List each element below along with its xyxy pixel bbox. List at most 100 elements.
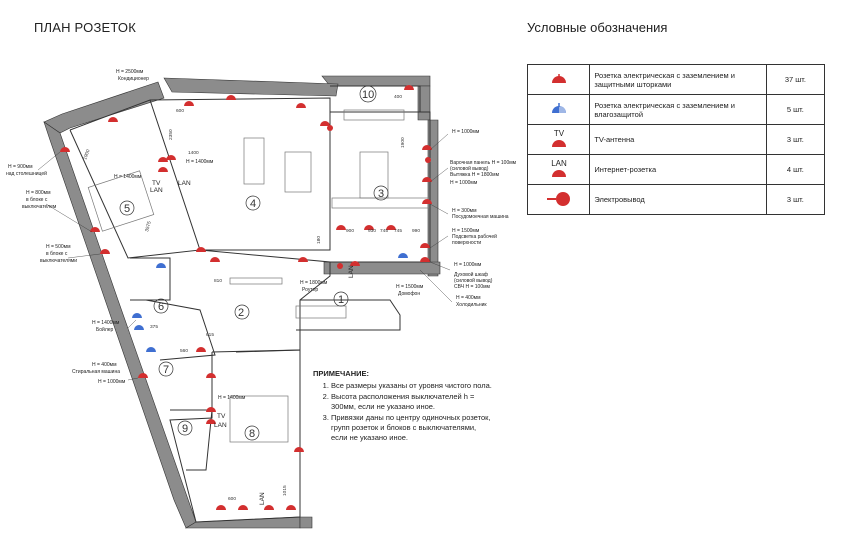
waterproof-outlets bbox=[132, 253, 408, 352]
furniture bbox=[87, 109, 429, 443]
note-item: Все размеры указаны от уровня чистого по… bbox=[331, 381, 493, 391]
outlet-icon bbox=[206, 373, 216, 378]
room-number: 7 bbox=[163, 364, 169, 376]
outlet-icon bbox=[350, 261, 360, 266]
room-number: 5 bbox=[124, 203, 130, 215]
legend-row: Розетка электрическая с заземлением и за… bbox=[526, 64, 826, 95]
outlet-waterproof-icon bbox=[551, 102, 566, 113]
room-number: 8 bbox=[249, 428, 255, 440]
outer-walls bbox=[43, 75, 441, 529]
legend-description: Интернет-розетка bbox=[589, 154, 767, 185]
annotation: H = 1400мм bbox=[92, 320, 120, 326]
legend-description: Розетка электрическая с заземлением и вл… bbox=[589, 94, 767, 125]
annotation: (силовой вывод) bbox=[450, 165, 489, 172]
interior-walls bbox=[69, 85, 431, 523]
power-outlet-icon bbox=[546, 191, 570, 206]
outlet-icon bbox=[386, 225, 396, 230]
annotation: Холодильник bbox=[456, 302, 487, 308]
annotation: СВЧ H = 100мм bbox=[454, 284, 491, 290]
annotation: H = 1000мм bbox=[450, 180, 478, 186]
legend-symbol-cell bbox=[526, 64, 591, 95]
legend-description: Электровывод bbox=[589, 184, 767, 215]
legend-row: Электровывод 3 шт. bbox=[526, 184, 826, 215]
annotation: выключателями bbox=[40, 258, 77, 264]
lan-label: LAN bbox=[178, 180, 191, 187]
outlet-icon bbox=[158, 167, 168, 172]
room-number: 2 bbox=[238, 307, 244, 319]
outlet-icon bbox=[196, 247, 206, 252]
outlet-icon bbox=[158, 157, 168, 162]
annotation: в блоке с bbox=[46, 251, 68, 257]
lan-label: LAN bbox=[551, 159, 567, 168]
dimension: 1900 bbox=[82, 148, 91, 160]
outlet-waterproof-icon bbox=[134, 325, 144, 330]
note-item: Привязки даны по центру одиночных розето… bbox=[331, 413, 493, 443]
annotation: H = 1000мм bbox=[454, 262, 482, 268]
lan-label: LAN bbox=[150, 187, 163, 194]
legend-count: 37 шт. bbox=[765, 64, 826, 95]
page-title: ПЛАН РОЗЕТОК bbox=[34, 20, 137, 35]
notes-heading: ПРИМЕЧАНИЕ: bbox=[313, 369, 370, 378]
legend-symbol-cell bbox=[526, 184, 591, 215]
annotation: Домофон bbox=[398, 291, 420, 297]
dimension: 900 bbox=[346, 228, 354, 234]
annotation: Кондиционер bbox=[118, 76, 149, 82]
annotation: Вытяжка H = 1800мм bbox=[450, 172, 500, 178]
annotation: H = 1000мм bbox=[98, 379, 126, 385]
annotation: Духовой шкаф bbox=[454, 271, 488, 278]
outlet-waterproof-icon bbox=[146, 347, 156, 352]
outlet-icon bbox=[206, 419, 216, 424]
legend-symbol-cell: LAN bbox=[526, 154, 591, 185]
annotation: H = 300мм bbox=[452, 208, 477, 214]
tv-label: TV bbox=[152, 180, 161, 187]
outlet-icon bbox=[196, 347, 206, 352]
dimension: 1015 bbox=[282, 485, 288, 496]
outlet-icon bbox=[166, 155, 176, 160]
room-number: 9 bbox=[182, 423, 188, 435]
annotation: H = 1000мм bbox=[452, 129, 480, 135]
outlet-grounded-shutters-icon bbox=[551, 73, 566, 83]
notes-block: ПРИМЕЧАНИЕ: Все размеры указаны от уровн… bbox=[313, 369, 493, 444]
room-number: 4 bbox=[250, 198, 256, 210]
outlet-icon bbox=[184, 101, 194, 106]
plan-tv-lan-labels: TV LAN LAN TV LAN LAN LAN bbox=[150, 180, 355, 505]
outlet-icon bbox=[336, 225, 346, 230]
dimension: 600 bbox=[228, 496, 236, 502]
outlet-waterproof-icon bbox=[398, 253, 408, 258]
outlet-icon bbox=[100, 249, 110, 254]
legend-title: Условные обозначения bbox=[527, 20, 668, 35]
annotation: H = 900мм bbox=[8, 164, 33, 170]
outlet-icon bbox=[60, 147, 70, 152]
dimension: 560 bbox=[180, 348, 188, 354]
outlet-icon bbox=[216, 505, 226, 510]
outlet-icon bbox=[404, 85, 414, 90]
note-item: Высота расположения выключателей h = 300… bbox=[331, 392, 493, 412]
annotation: H = 1400мм bbox=[218, 395, 246, 401]
outlet-icon bbox=[422, 199, 432, 204]
outlet-icon bbox=[206, 407, 216, 412]
legend-table: Розетка электрическая с заземлением и за… bbox=[526, 64, 826, 215]
dimension: 3575 bbox=[144, 220, 153, 232]
dimension: 600 bbox=[176, 108, 184, 114]
outlet-icon bbox=[264, 505, 274, 510]
annotation: Стиральная машина bbox=[72, 369, 120, 375]
annotation: H = 2500мм bbox=[116, 69, 144, 75]
annotation: H = 1500мм bbox=[396, 284, 424, 290]
outlet-icon bbox=[294, 447, 304, 452]
tv-antenna-icon: TV bbox=[551, 129, 566, 147]
outlet-waterproof-icon bbox=[132, 313, 142, 318]
outlet-icon bbox=[108, 117, 118, 122]
annotation: Посудомоечная машина bbox=[452, 214, 509, 220]
outlet-icon bbox=[320, 121, 330, 126]
room-number: 10 bbox=[362, 89, 374, 101]
legend-symbol-cell: TV bbox=[526, 124, 591, 155]
annotation: Варочная панель H = 100мм bbox=[450, 160, 517, 166]
annotation: H = 400мм bbox=[456, 295, 481, 301]
dimension: 615 bbox=[206, 332, 214, 338]
annotation: поверхности bbox=[452, 240, 481, 246]
annotation: H = 1400мм bbox=[114, 174, 142, 180]
legend-symbol-cell bbox=[526, 94, 591, 125]
legend-row: TV TV-антенна 3 шт. bbox=[526, 124, 826, 155]
outlet-icon bbox=[210, 257, 220, 262]
lan-label: LAN bbox=[214, 422, 227, 429]
